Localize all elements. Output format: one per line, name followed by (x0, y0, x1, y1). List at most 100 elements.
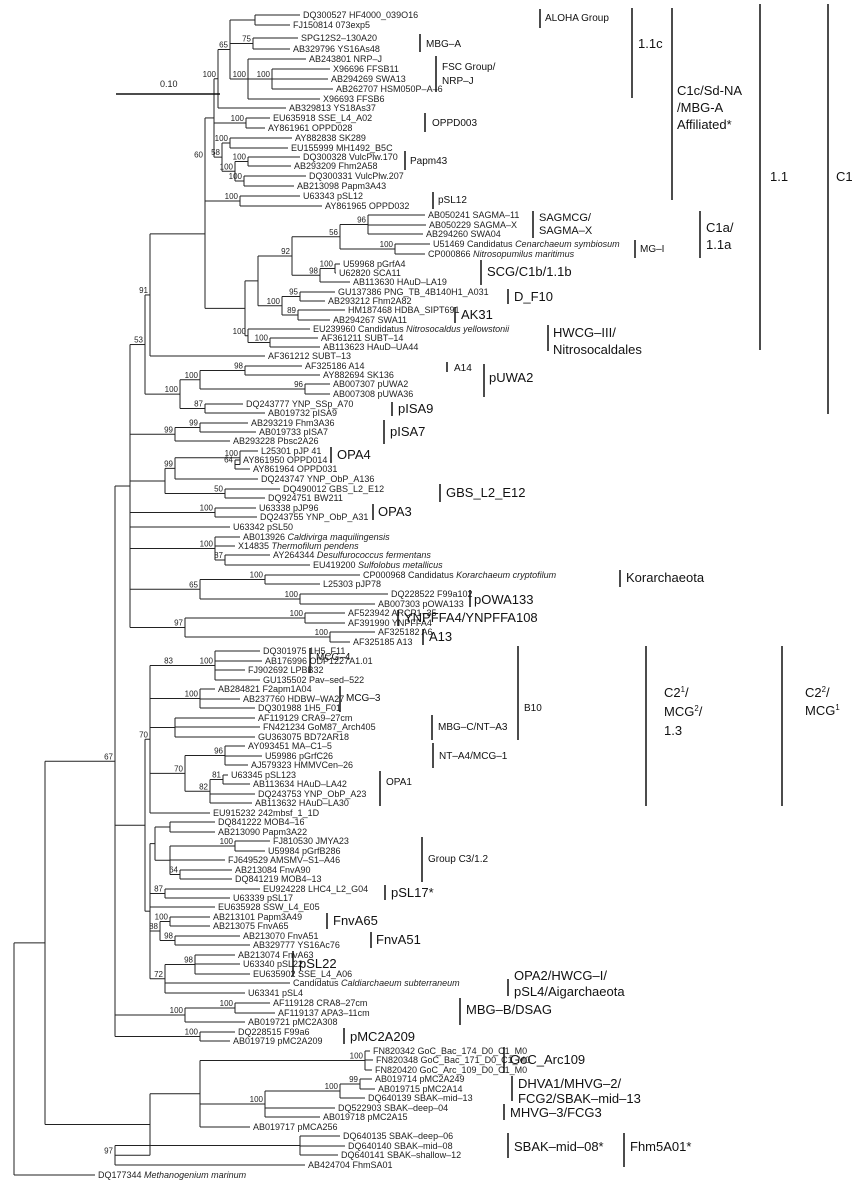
clade-label: pSL17* (391, 885, 434, 900)
bootstrap-value: 100 (200, 540, 214, 549)
taxon-label: DQ301988 1H5_F01 (258, 703, 341, 713)
bootstrap-value: 100 (231, 114, 245, 123)
taxon-label: AB243801 NRP–J (309, 54, 382, 64)
clade-label: Group C3/1.2 (428, 854, 488, 865)
clade-label: SCG/C1b/1.1b (487, 264, 572, 279)
clade-label: 1.1 (770, 169, 788, 184)
taxon-label: X14835 Thermofilum pendens (238, 541, 359, 551)
clade-label: B10 (524, 703, 542, 714)
bootstrap-value: 67 (104, 752, 113, 761)
clade-label: OPA1 (386, 777, 412, 788)
taxon-label: AJ579323 HMMVCen–26 (251, 760, 353, 770)
taxon-label: AY093451 MA–C1–5 (248, 741, 332, 751)
taxon-label: AF325185 A13 (353, 637, 413, 647)
clade-label: C1 (836, 169, 853, 184)
bootstrap-value: 60 (194, 150, 203, 159)
bootstrap-value: 88 (149, 922, 158, 931)
bootstrap-value: 99 (164, 459, 173, 468)
taxon-label: U59986 pGrfC26 (265, 751, 333, 761)
clade-label: MCG2/ (664, 704, 703, 719)
clade-label: C21/ (664, 685, 689, 700)
taxon-label: AB113623 HAuD–UA44 (323, 342, 418, 352)
taxon-label: AY882694 SK136 (323, 370, 394, 380)
taxon-label: AB424704 FhmSA01 (308, 1160, 393, 1170)
bootstrap-value: 97 (174, 619, 183, 628)
taxon-label: U63343 pSL12 (303, 191, 363, 201)
bootstrap-value: 99 (349, 1075, 358, 1084)
taxon-label: AB019718 pMC2A15 (323, 1112, 408, 1122)
taxon-label: SPG12S2–130A20 (301, 33, 377, 43)
bootstrap-value: 100 (220, 837, 234, 846)
bootstrap-value: 100 (250, 1095, 264, 1104)
bootstrap-value: 100 (229, 172, 243, 181)
bootstrap-value: 65 (189, 580, 198, 589)
bootstrap-value: 99 (164, 425, 173, 434)
bootstrap-value: 100 (315, 628, 329, 637)
taxon-label: AY861964 OPPD031 (253, 464, 337, 474)
bootstrap-value: 58 (211, 148, 220, 157)
taxon-label: U63345 pSL123 (231, 770, 296, 780)
taxon-label: AB329777 YS16Ac76 (253, 940, 340, 950)
taxon-label: U63342 pSL50 (233, 522, 293, 532)
taxon-label: U63338 pJP96 (259, 503, 319, 513)
bootstrap-value: 100 (325, 1082, 339, 1091)
clade-label: NT–A4/MCG–1 (439, 751, 508, 762)
taxon-label: AB213074 FnvA63 (238, 950, 314, 960)
bootstrap-value: 100 (165, 385, 179, 394)
taxon-label: EU239960 Candidatus Nitrosocaldus yellow… (313, 324, 510, 334)
bootstrap-value: 72 (154, 970, 163, 979)
clade-label: 1.3 (664, 723, 682, 738)
taxon-label: AB019717 pMCA256 (253, 1122, 338, 1132)
taxon-label: AB113632 HAuD–LA30 (255, 798, 349, 808)
taxon-label: DQ300527 HF4000_039O16 (303, 10, 418, 20)
bootstrap-value: 83 (164, 657, 173, 666)
taxon-label: EU155999 MH1492_B5C (291, 143, 393, 153)
taxon-label: AB284821 F2apm1A04 (218, 684, 312, 694)
taxon-label: AB213070 FnvA51 (243, 931, 319, 941)
clade-bars (292, 4, 829, 1167)
taxon-label: AF391990 YNPFFA4 (348, 618, 432, 628)
clade-label: pMC2A209 (350, 1029, 415, 1044)
taxon-label: EU635928 SSW_L4_E05 (218, 902, 320, 912)
taxon-label: DQ522903 SBAK–deep–04 (338, 1103, 448, 1113)
clade-label: OPPD003 (432, 118, 477, 129)
bootstrap-value: 100 (380, 240, 394, 249)
bootstrap-value: 100 (267, 297, 281, 306)
taxon-label: DQ301975 1H5_F11 (263, 646, 345, 656)
taxon-label: AY861965 OPPD032 (325, 201, 409, 211)
taxon-label: GU135502 Pav–sed–522 (263, 675, 364, 685)
clade-label: GoC_Arc109 (510, 1052, 585, 1067)
bootstrap-value: 89 (287, 306, 296, 315)
scale-bar-label: 0.10 (160, 79, 178, 89)
bootstrap-value: 100 (285, 590, 299, 599)
taxon-label: U63339 pSL17 (233, 893, 293, 903)
taxon-label: FN820420 GoC_Arc_109_D0_C1_M0 (375, 1065, 527, 1075)
bootstrap-value: 100 (350, 1052, 364, 1061)
bootstrap-value: 95 (289, 288, 298, 297)
bootstrap-value: 96 (294, 380, 303, 389)
taxon-label: DQ300331 VulcPlw.207 (309, 171, 404, 181)
bootstrap-value: 65 (219, 41, 228, 50)
taxon-label: DQ243747 YNP_ObP_A136 (261, 474, 374, 484)
taxon-label: U62820 SCA11 (339, 268, 401, 278)
clade-label: Papm43 (410, 156, 448, 167)
clade-label: A14 (454, 363, 472, 374)
taxon-label: DQ841219 MOB4–13 (235, 874, 322, 884)
taxon-label: AB329813 YS18As37 (289, 103, 376, 113)
taxon-label: EU924228 LHC4_L2_G04 (263, 884, 368, 894)
clade-label: OPA2/HWCG–I/ (514, 968, 607, 983)
taxon-label: DQ228515 F99a6 (238, 1027, 310, 1037)
taxon-label: AB050229 SAGMA–X (429, 220, 517, 230)
taxon-label: AB213098 Papm3A43 (297, 181, 386, 191)
clade-label: pSL4/Aigarchaeota (514, 984, 625, 999)
bootstrap-value: 82 (199, 782, 208, 791)
bootstrap-value: 96 (357, 216, 366, 225)
clade-label: MBG–A (426, 39, 461, 50)
taxon-label: AB019721 pMC2A308 (248, 1017, 338, 1027)
taxon-label: AB237760 HDBW–WA27 (243, 694, 344, 704)
taxon-label: GU137386 PNG_TB_4B140H1_A031 (338, 287, 489, 297)
bootstrap-value: 100 (215, 134, 229, 143)
taxon-label: DQ640139 SBAK–mid–13 (368, 1093, 473, 1103)
taxon-label: FN820342 GoC_Bac_174_D0_C1_M0 (373, 1046, 527, 1056)
taxon-label: AF325182 A6 (378, 627, 433, 637)
